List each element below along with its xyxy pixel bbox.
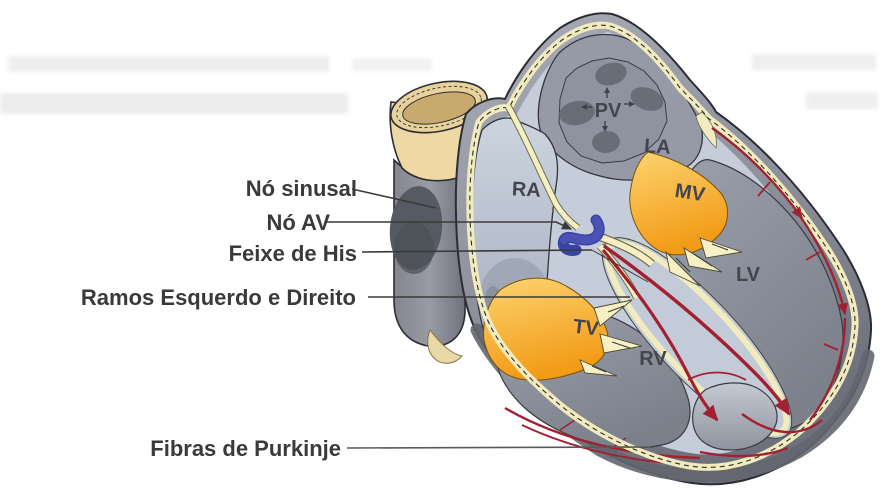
label-mv: MV [673, 180, 707, 207]
ghost-artifact-streaks [0, 54, 878, 114]
label-la: LA [643, 135, 671, 159]
leader-av-node [327, 221, 573, 230]
leader-his-pointer [591, 249, 649, 283]
mitral-valve-region [629, 151, 743, 287]
abbreviation-labels: PV LA RA MV LV TV RV [511, 100, 760, 370]
label-rv: RV [639, 348, 667, 370]
leader-bundle-of-his [361, 249, 593, 253]
av-node-shape [557, 214, 605, 256]
label-pv: PV [595, 100, 622, 122]
label-ra: RA [511, 178, 541, 201]
pv-arrows [581, 87, 635, 132]
label-lv: LV [736, 264, 761, 286]
tricuspid-valve-region [483, 277, 643, 381]
leader-sinus-node [351, 188, 437, 209]
purkinje-lines-lv-wall [687, 127, 848, 458]
label-bundle-of-his: Feixe de His [229, 241, 357, 266]
leader-purkinje [346, 446, 651, 449]
svc-lumen [402, 91, 476, 125]
label-bundle-branches: Ramos Esquerdo e Direito [81, 285, 356, 310]
ivc-tan-sliver [427, 328, 463, 364]
papillary-muscle [692, 382, 778, 451]
text-labels: Nó sinusal Nó AV Feixe de His Ramos Esqu… [81, 176, 357, 461]
svc-gray-column [389, 158, 467, 364]
epicardium-band [470, 25, 855, 467]
pulmonary-vein-openings [559, 62, 664, 154]
av-groove-cream [695, 111, 717, 149]
label-av-node: Nó AV [266, 210, 330, 235]
leader-lines [327, 188, 651, 449]
label-tv: TV [572, 316, 601, 341]
label-purkinje-fibers: Fibras de Purkinje [150, 436, 341, 461]
left-atrium [537, 33, 703, 181]
label-sinus-node: Nó sinusal [246, 176, 357, 201]
bundle-branch-lines [601, 244, 791, 422]
